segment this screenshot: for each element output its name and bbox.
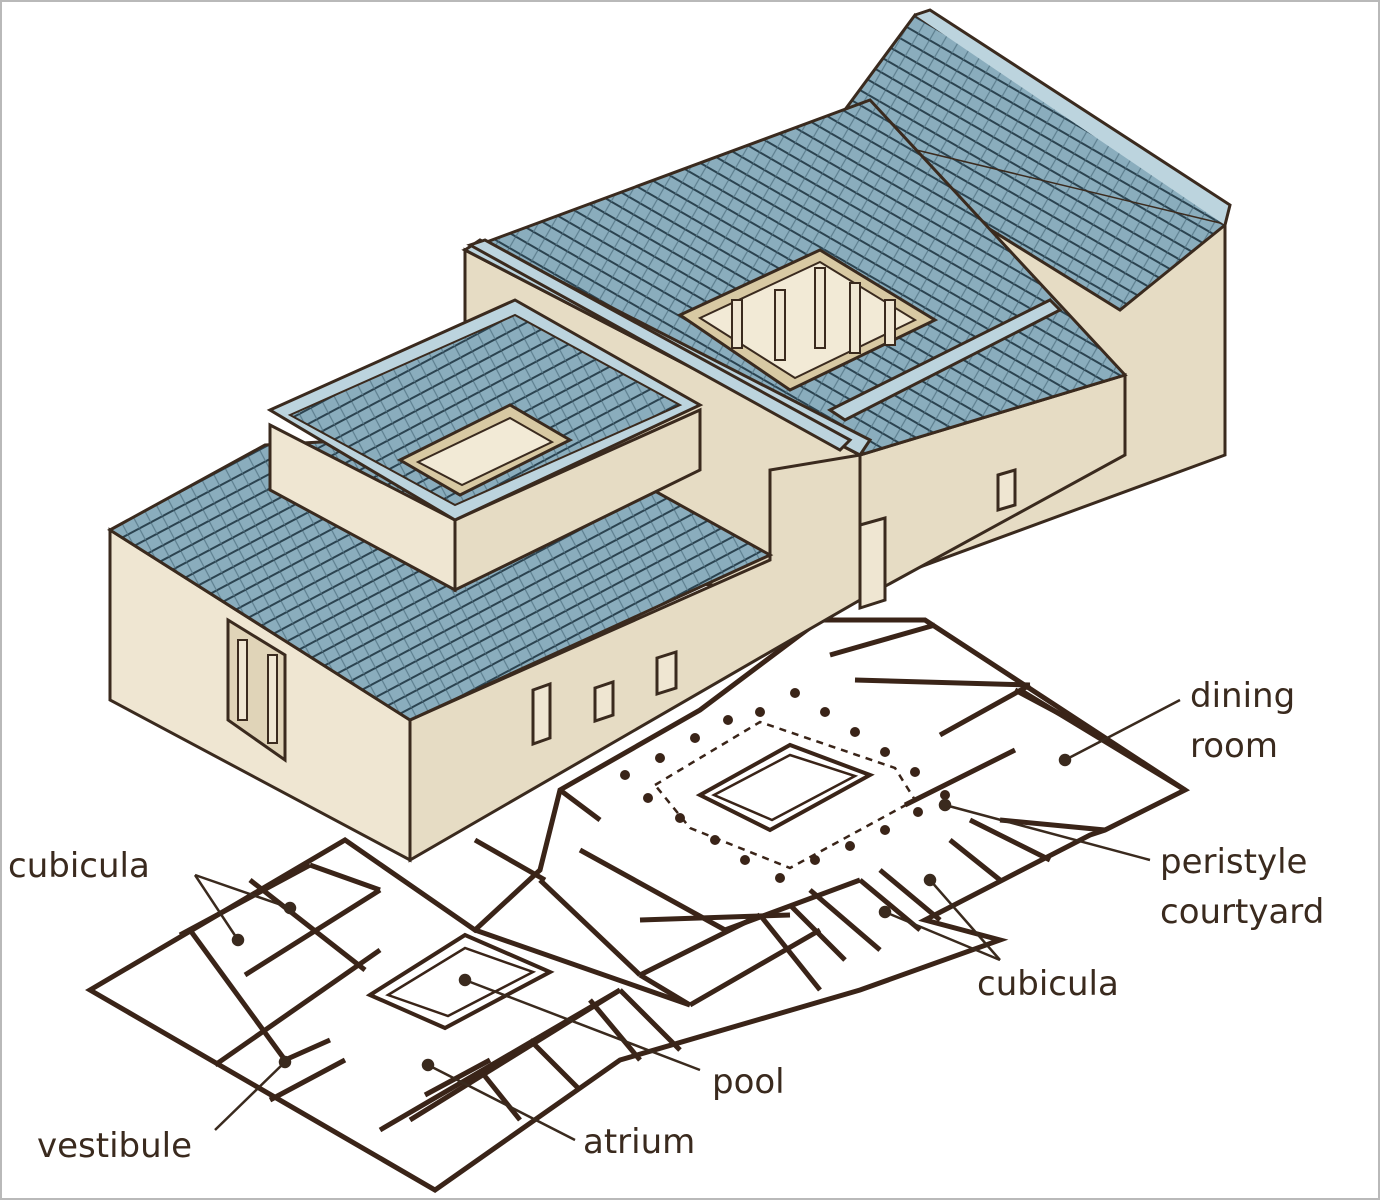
label-cubicula-right: cubicula [977,964,1119,1004]
atrium-pool [365,932,555,1031]
label-atrium: atrium [583,1122,696,1162]
plan-wall [309,862,381,893]
window-icon [996,467,1017,513]
peristyle-dashed-border [653,720,917,870]
roof-ridge [466,238,853,452]
entrance-column-icon [267,654,278,744]
peristyle-pool [695,742,875,833]
plan-wall [478,1068,522,1122]
plan-wall [588,998,642,1062]
plan-wall [213,947,382,1068]
plan-wall [968,817,1052,863]
plan-wall [558,788,602,822]
window-icon [655,649,678,697]
peristyle-column-icons [731,267,896,361]
label-peristyle-courtyard: peristyle courtyard [1160,842,1325,932]
plan-wall [618,988,682,1052]
window-icon [593,679,615,724]
plan-wall [187,928,288,1062]
label-dining-room: dining room [1190,676,1296,766]
window-icon [531,681,552,747]
plan-wall [829,622,936,658]
plan-wall [808,888,882,952]
plan-wall [473,837,547,883]
plan-wall [378,987,622,1133]
peristyle-columns [620,688,950,883]
plan-wall [878,868,942,922]
plan-wall [538,878,642,977]
label-vestibule: vestibule [37,1126,193,1166]
plan-wall [268,1057,347,1103]
plan-wall [283,1037,332,1063]
plan-wall [248,878,367,972]
plan-wall [788,903,847,962]
plan-wall [178,862,312,938]
plan-wall [243,887,382,978]
plan-wall [528,1038,582,1092]
plan-wall [948,838,1002,882]
plan-wall [758,913,822,992]
floor-plan [85,617,1191,1193]
leader-lines [193,698,1181,1142]
plan-wall [688,927,822,1008]
house-front-block [107,298,862,863]
plan-wall [423,1057,492,1098]
label-cubicula-left: cubicula [8,846,150,886]
entrance-column-icon [237,639,248,721]
plan-wall [938,682,1032,738]
plan-wall [639,912,791,923]
door-icon [858,516,887,611]
plan-wall [999,817,1106,833]
plan-wall [474,927,691,1008]
plan-wall [854,677,1031,688]
label-pool: pool [712,1062,785,1102]
plan-wall [903,747,1017,808]
